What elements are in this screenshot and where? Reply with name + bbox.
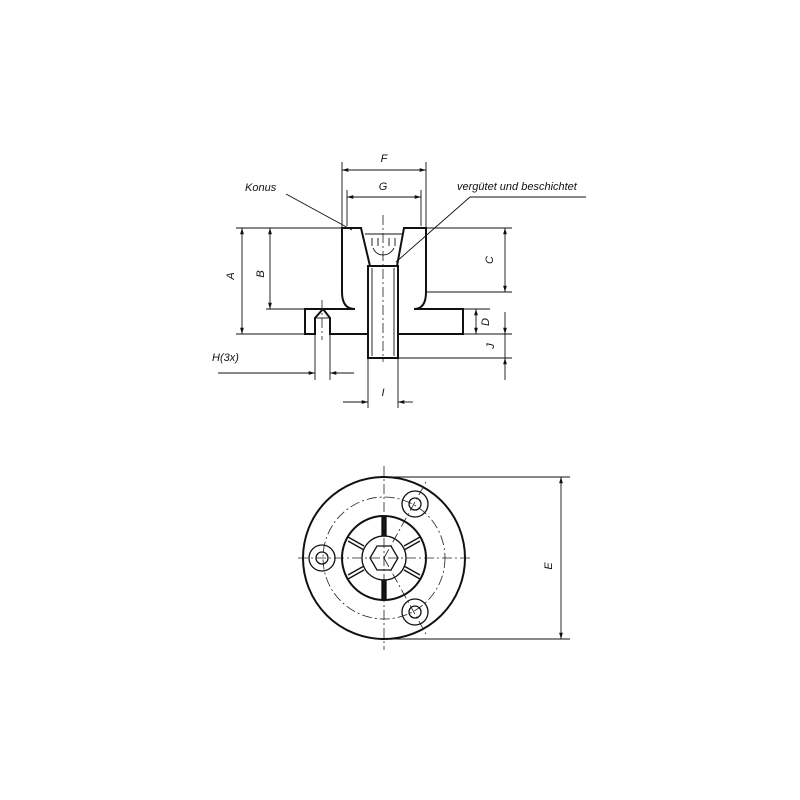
mounting-hole [401,598,429,626]
section-view: F G A B C D J H(3x [212,153,586,408]
mounting-hole [401,490,429,518]
label-G: G [379,181,388,193]
note-konus-text: Konus [245,182,277,194]
label-D: D [480,318,492,326]
label-E: E [543,562,555,570]
label-C: C [484,256,496,264]
label-J: J [485,343,497,350]
mounting-hole [308,544,336,572]
label-F: F [381,153,389,165]
dim-I: I [343,387,413,404]
note-coating-text: vergütet und beschichtet [457,181,578,193]
label-B: B [255,270,267,277]
dim-J: J [485,312,507,380]
top-view: E [298,466,570,650]
label-H: H(3x) [212,352,239,364]
dim-G: G [347,181,421,199]
dim-B: B [255,228,272,309]
dim-D: D [474,309,492,334]
label-A: A [225,272,237,280]
dim-E: E [543,477,563,639]
body-left-section [320,227,372,335]
dim-H: H(3x) [212,352,354,375]
note-konus: Konus [245,182,353,231]
extension-lines [236,162,512,408]
note-coating: vergütet und beschichtet [395,181,586,263]
dim-F: F [342,153,426,172]
flange-left-tab [304,308,326,335]
dim-A: A [225,228,244,334]
body-right-section [395,227,464,335]
label-I: I [381,387,384,399]
dim-C: C [484,228,507,292]
